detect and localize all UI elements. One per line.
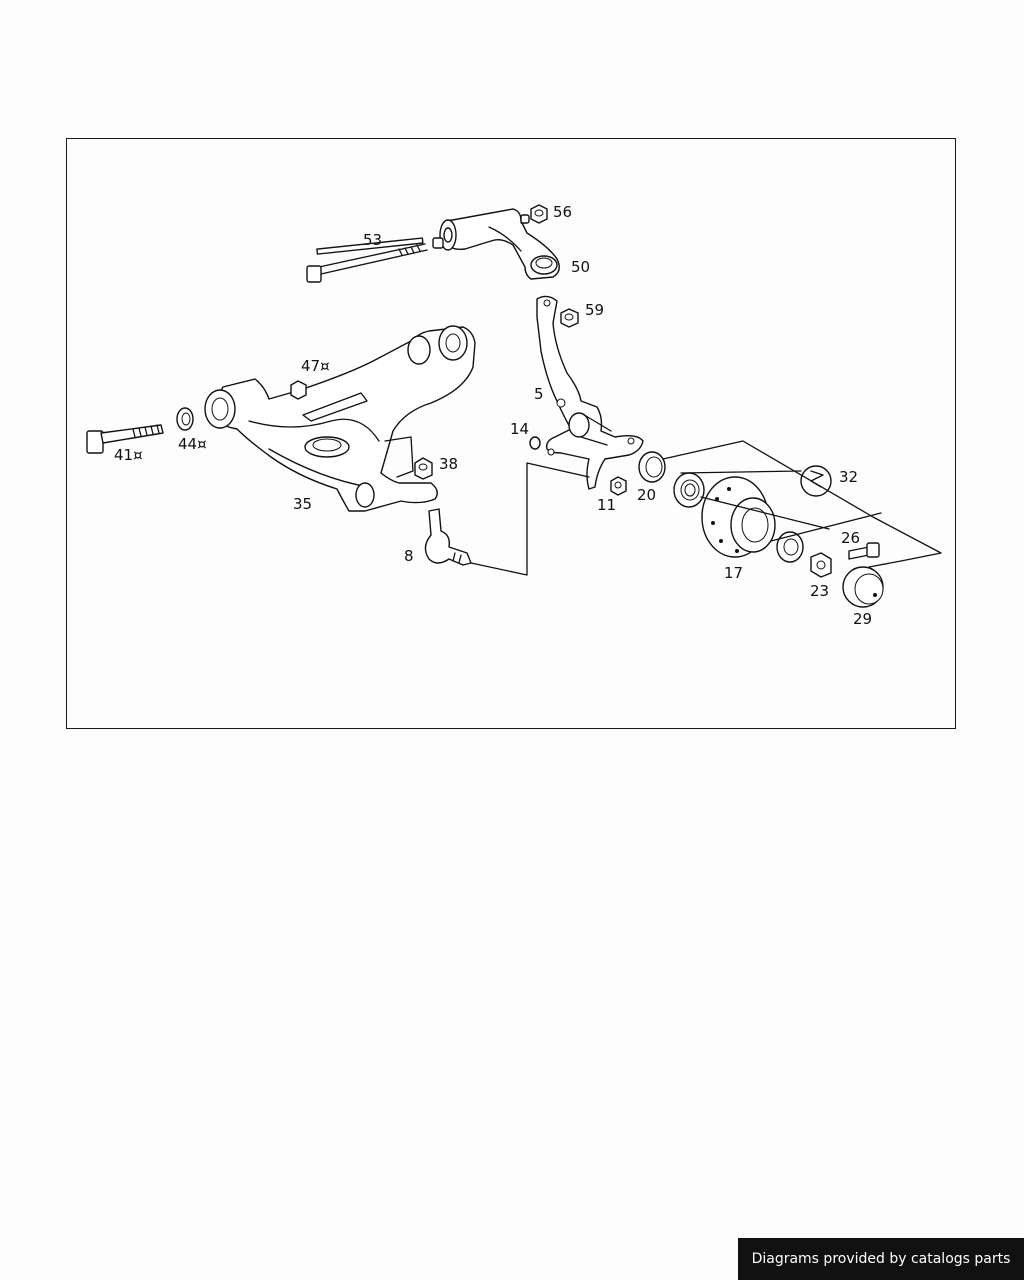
callout-41: 41¤ — [114, 446, 143, 464]
part-29-dust-cap[interactable] — [842, 566, 884, 608]
part-41-bolt[interactable] — [86, 424, 164, 454]
callout-17: 17 — [724, 564, 743, 582]
part-44-washer[interactable] — [176, 407, 194, 431]
callout-26: 26 — [841, 529, 860, 547]
credit-banner: Diagrams provided by catalogs parts — [738, 1238, 1024, 1280]
callout-56: 56 — [553, 203, 572, 221]
callout-53: 53 — [363, 231, 382, 249]
callout-23: 23 — [810, 582, 829, 600]
callout-44: 44¤ — [178, 435, 207, 453]
part-outer-bearing[interactable] — [776, 531, 804, 563]
callout-50: 50 — [571, 258, 590, 276]
callout-11: 11 — [597, 496, 616, 514]
part-32-lock-washer[interactable] — [800, 465, 832, 497]
callout-59: 59 — [585, 301, 604, 319]
callout-32: 32 — [839, 468, 858, 486]
exploded-view-drawing: 53 56 50 59 47¤ 5 14 41¤ 44¤ 38 32 20 11… — [86, 203, 942, 628]
part-56-nut[interactable] — [530, 204, 548, 224]
part-14-bushing[interactable] — [529, 436, 541, 450]
part-20-seal[interactable] — [638, 451, 666, 483]
part-38-nut[interactable] — [414, 457, 433, 480]
callout-29: 29 — [853, 610, 872, 628]
part-inner-bearing[interactable] — [673, 472, 705, 508]
part-59-nut[interactable] — [560, 308, 579, 328]
hub-group-bracket — [662, 440, 942, 568]
part-35-lower-arm[interactable] — [204, 325, 476, 512]
part-47-nut[interactable] — [290, 380, 307, 400]
callout-38: 38 — [439, 455, 458, 473]
callout-labels: 53 56 50 59 47¤ 5 14 41¤ 44¤ 38 32 20 11… — [114, 203, 872, 628]
callout-20: 20 — [637, 486, 656, 504]
part-23-clamp-nut[interactable] — [810, 552, 832, 578]
parts-diagram-frame: 53 56 50 59 47¤ 5 14 41¤ 44¤ 38 32 20 11… — [66, 138, 956, 729]
part-50-upper-arm[interactable] — [432, 208, 560, 280]
callout-8: 8 — [404, 547, 414, 565]
part-11-nut[interactable] — [610, 476, 627, 496]
callout-5: 5 — [534, 385, 544, 403]
part-53-bolt[interactable] — [306, 237, 428, 283]
leader-line-8 — [470, 462, 590, 576]
part-17-wheel-hub[interactable] — [701, 476, 776, 558]
callout-14: 14 — [510, 420, 529, 438]
part-8-ball-joint[interactable] — [424, 508, 472, 566]
callout-47: 47¤ — [301, 357, 330, 375]
part-26-screw[interactable] — [848, 542, 880, 560]
callout-35: 35 — [293, 495, 312, 513]
part-5-steering-knuckle[interactable] — [536, 295, 644, 490]
